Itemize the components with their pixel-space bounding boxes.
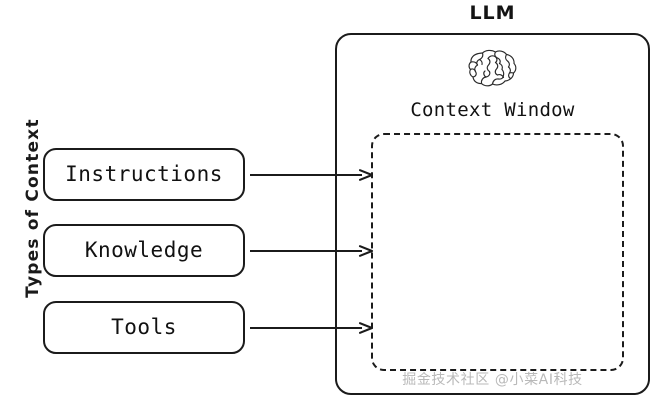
- context-box-label: Knowledge: [84, 238, 204, 262]
- llm-container: [335, 33, 650, 395]
- brain-icon: [468, 49, 517, 87]
- context-window-title: Context Window: [410, 99, 575, 121]
- llm-title: LLM: [469, 2, 516, 24]
- context-box-tools[interactable]: Tools: [43, 301, 245, 354]
- context-box-label: Tools: [111, 315, 177, 339]
- context-box-instructions[interactable]: Instructions: [43, 148, 245, 201]
- context-box-knowledge[interactable]: Knowledge: [43, 224, 245, 277]
- context-box-label: Instructions: [65, 162, 223, 186]
- types-of-context-label: Types of Context: [23, 118, 43, 298]
- context-window-region: [371, 133, 624, 371]
